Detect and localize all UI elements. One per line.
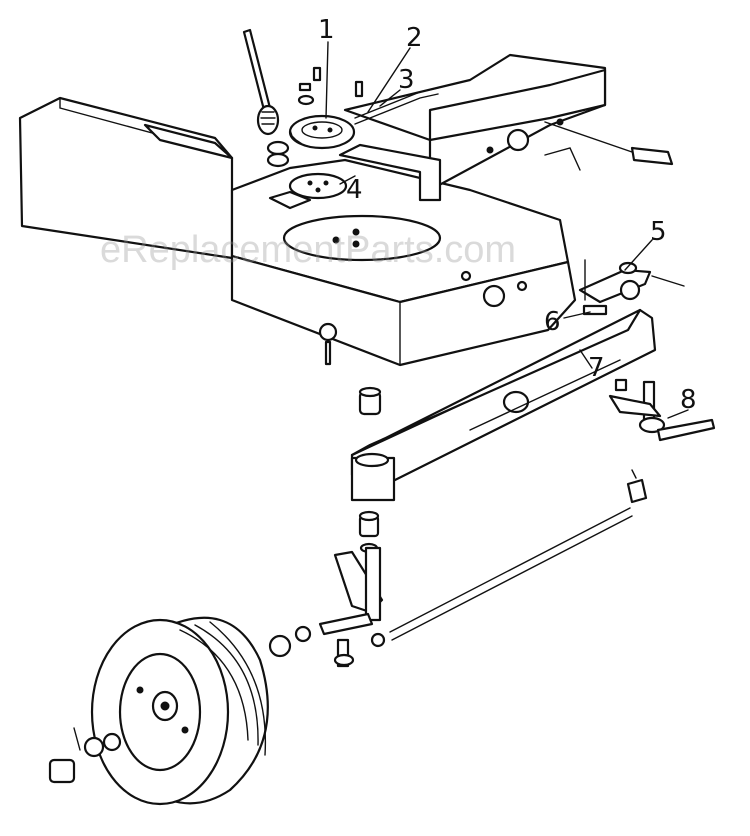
wheel-hardware [48, 322, 338, 784]
callout-3: 3 [398, 65, 415, 95]
tie-rod [370, 469, 648, 648]
callout-8: 8 [680, 385, 697, 415]
chassis-frame [18, 53, 674, 367]
front-axle [350, 308, 657, 554]
leader-lines [325, 41, 689, 419]
callout-5: 5 [650, 217, 667, 247]
right-spindle [608, 378, 716, 442]
callout-4: 4 [346, 175, 363, 205]
steering-shaft [242, 28, 348, 210]
callout-6: 6 [544, 307, 561, 337]
callout-7: 7 [588, 353, 605, 383]
watermark: eReplacementParts.com [100, 229, 516, 271]
sector-gear [288, 66, 439, 150]
front-wheel [90, 616, 269, 806]
left-spindle [268, 546, 384, 668]
callout-1: 1 [318, 15, 335, 45]
steering-arm [578, 259, 685, 316]
callout-2: 2 [406, 23, 423, 53]
